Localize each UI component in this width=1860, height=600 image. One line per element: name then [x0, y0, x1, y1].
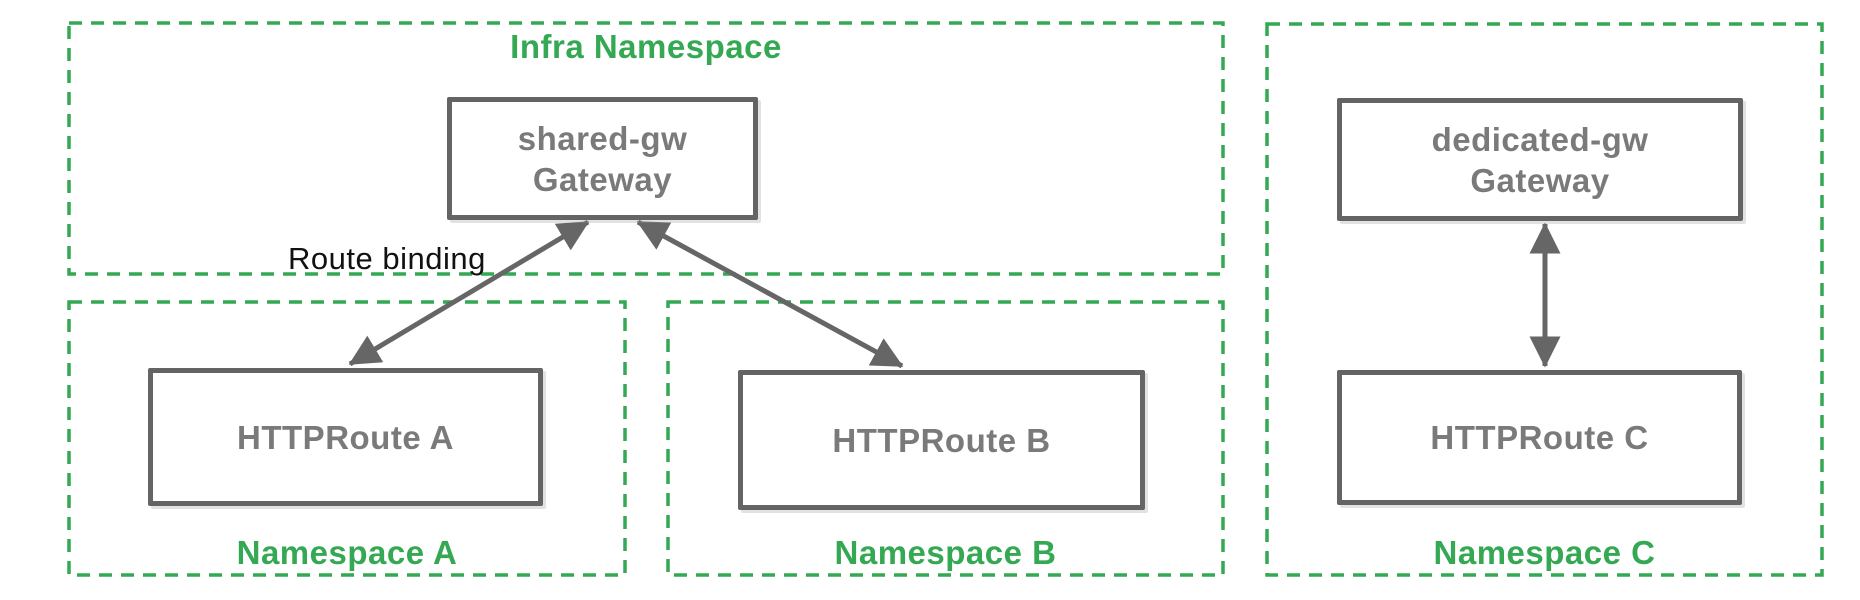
- route-b-binding-arrow: [636, 219, 904, 369]
- namespace-b-label: Namespace B: [834, 534, 1057, 571]
- httproute-a-label: HTTPRoute A: [237, 418, 454, 456]
- dedicated-gateway-name: dedicated-gw: [1431, 120, 1649, 158]
- namespace-a-border: [67, 300, 627, 577]
- shared-gateway-box: shared-gw Gateway: [447, 97, 758, 220]
- httproute-b-label: HTTPRoute B: [832, 421, 1051, 459]
- httproute-c-label: HTTPRoute C: [1430, 419, 1649, 456]
- httproute-c-box: HTTPRoute C: [1337, 370, 1742, 505]
- infra-namespace-label: Infra Namespace: [510, 28, 782, 65]
- namespace-c-border: [1265, 22, 1824, 577]
- route-a-binding-arrow: [348, 219, 590, 367]
- shared-gateway-kind: Gateway: [532, 160, 673, 198]
- dedicated-gateway-kind: Gateway: [1470, 161, 1610, 199]
- httproute-a-box: HTTPRoute A: [148, 368, 543, 506]
- namespace-c-label: Namespace C: [1433, 534, 1656, 571]
- httproute-b-box: HTTPRoute B: [738, 370, 1145, 510]
- shared-gateway-name: shared-gw: [517, 119, 688, 157]
- namespace-b-border: [666, 300, 1225, 577]
- route-binding-annotation: Route binding: [288, 241, 486, 276]
- namespace-a-label: Namespace A: [236, 534, 458, 571]
- dedicated-gateway-box: dedicated-gw Gateway: [1337, 98, 1743, 221]
